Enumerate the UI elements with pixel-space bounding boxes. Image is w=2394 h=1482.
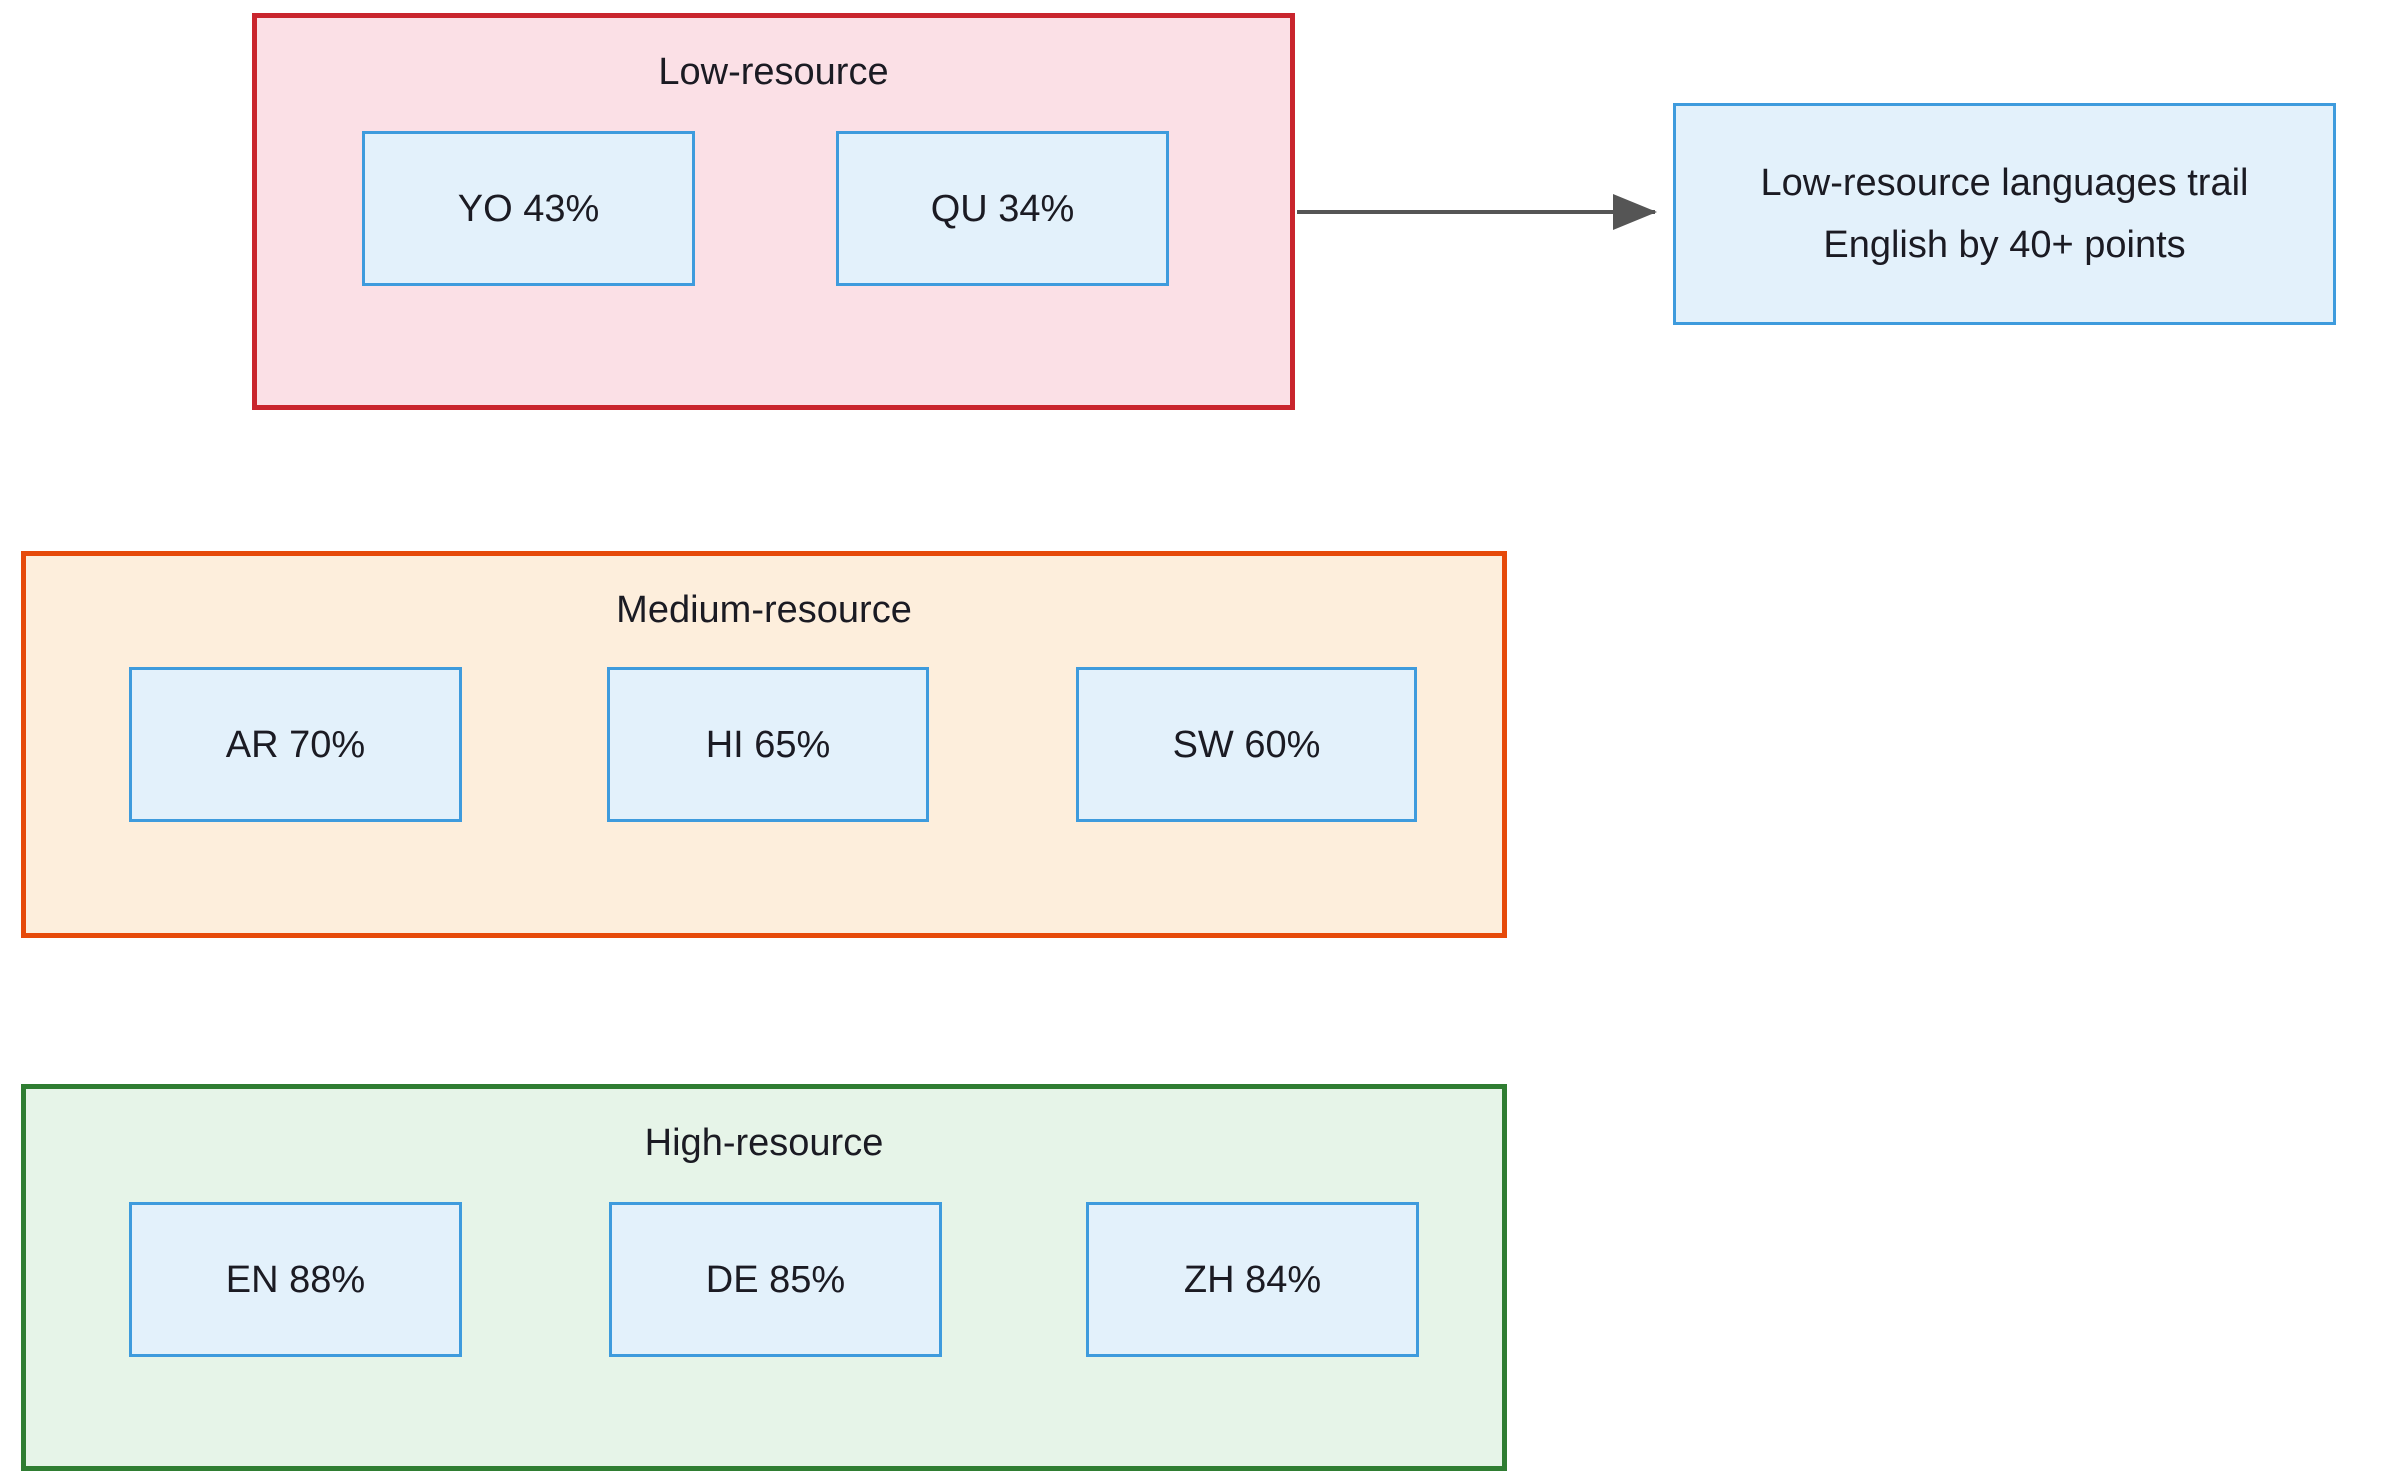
node-zh-label: ZH 84% bbox=[1183, 1258, 1322, 1301]
node-yo-label: YO 43% bbox=[457, 187, 600, 230]
node-sw-label: SW 60% bbox=[1172, 723, 1321, 766]
node-sw[interactable]: SW 60% bbox=[1076, 667, 1417, 822]
node-de[interactable]: DE 85% bbox=[609, 1202, 942, 1357]
node-de-label: DE 85% bbox=[705, 1258, 846, 1301]
node-en[interactable]: EN 88% bbox=[129, 1202, 462, 1357]
node-qu[interactable]: QU 34% bbox=[836, 131, 1169, 286]
note-line-2: English by 40+ points bbox=[1823, 224, 2186, 266]
node-hi[interactable]: HI 65% bbox=[607, 667, 929, 822]
node-ar[interactable]: AR 70% bbox=[129, 667, 462, 822]
node-en-label: EN 88% bbox=[225, 1258, 366, 1301]
node-hi-label: HI 65% bbox=[705, 723, 831, 766]
node-zh[interactable]: ZH 84% bbox=[1086, 1202, 1419, 1357]
node-yo[interactable]: YO 43% bbox=[362, 131, 695, 286]
note-line-1: Low-resource languages trail bbox=[1760, 162, 2249, 204]
node-qu-label: QU 34% bbox=[930, 187, 1075, 230]
cluster-high-resource-title: High-resource bbox=[644, 1122, 884, 1164]
node-ar-label: AR 70% bbox=[225, 723, 366, 766]
note-low-resource-gap[interactable]: Low-resource languages trail English by … bbox=[1673, 103, 2336, 325]
cluster-low-resource-title: Low-resource bbox=[658, 51, 889, 93]
cluster-medium-resource-title: Medium-resource bbox=[616, 589, 912, 631]
